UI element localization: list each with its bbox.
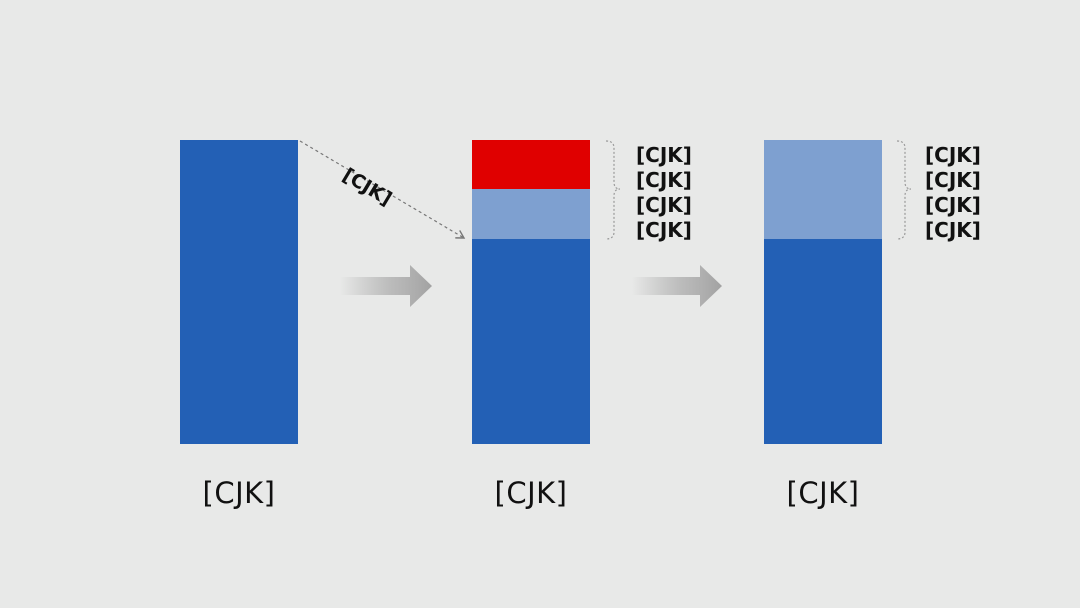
bar-after-signing-shared-segment xyxy=(472,140,590,189)
bar-before-contract xyxy=(180,140,298,444)
bar-after-end-base-segment xyxy=(764,239,882,444)
shared-saving-label-char: [CJK] xyxy=(636,143,692,167)
bar-after-end-client-segment xyxy=(764,140,882,239)
client-exclusive-label-char: [CJK] xyxy=(925,143,981,167)
arrow-right-icon xyxy=(632,265,722,307)
bar-after-contract-end xyxy=(764,140,882,444)
client-exclusive-label-char: [CJK] xyxy=(925,168,981,192)
bar-after-signing xyxy=(472,140,590,444)
bracket-icon xyxy=(605,140,621,240)
shared-saving-label-char: [CJK] xyxy=(636,193,692,217)
shared-saving-label-char: [CJK] xyxy=(636,168,692,192)
bar-after-signing-base-segment xyxy=(472,239,590,444)
shared-saving-label: [CJK] [CJK] [CJK] [CJK] xyxy=(636,143,692,243)
client-exclusive-label-char: [CJK] xyxy=(925,218,981,242)
shared-saving-label-char: [CJK] xyxy=(636,218,692,242)
caption-before-contract: [CJK] xyxy=(202,476,276,510)
dashed-arrow-icon xyxy=(299,140,466,239)
bar-after-signing-client-segment xyxy=(472,189,590,239)
bar-before-base-segment xyxy=(180,140,298,444)
bracket-icon xyxy=(896,140,912,240)
client-exclusive-label: [CJK] [CJK] [CJK] [CJK] xyxy=(925,143,981,243)
caption-after-signing: [CJK] xyxy=(494,476,568,510)
client-exclusive-label-char: [CJK] xyxy=(925,193,981,217)
caption-after-contract-end: [CJK] xyxy=(786,476,860,510)
arrow-right-icon xyxy=(340,265,432,307)
